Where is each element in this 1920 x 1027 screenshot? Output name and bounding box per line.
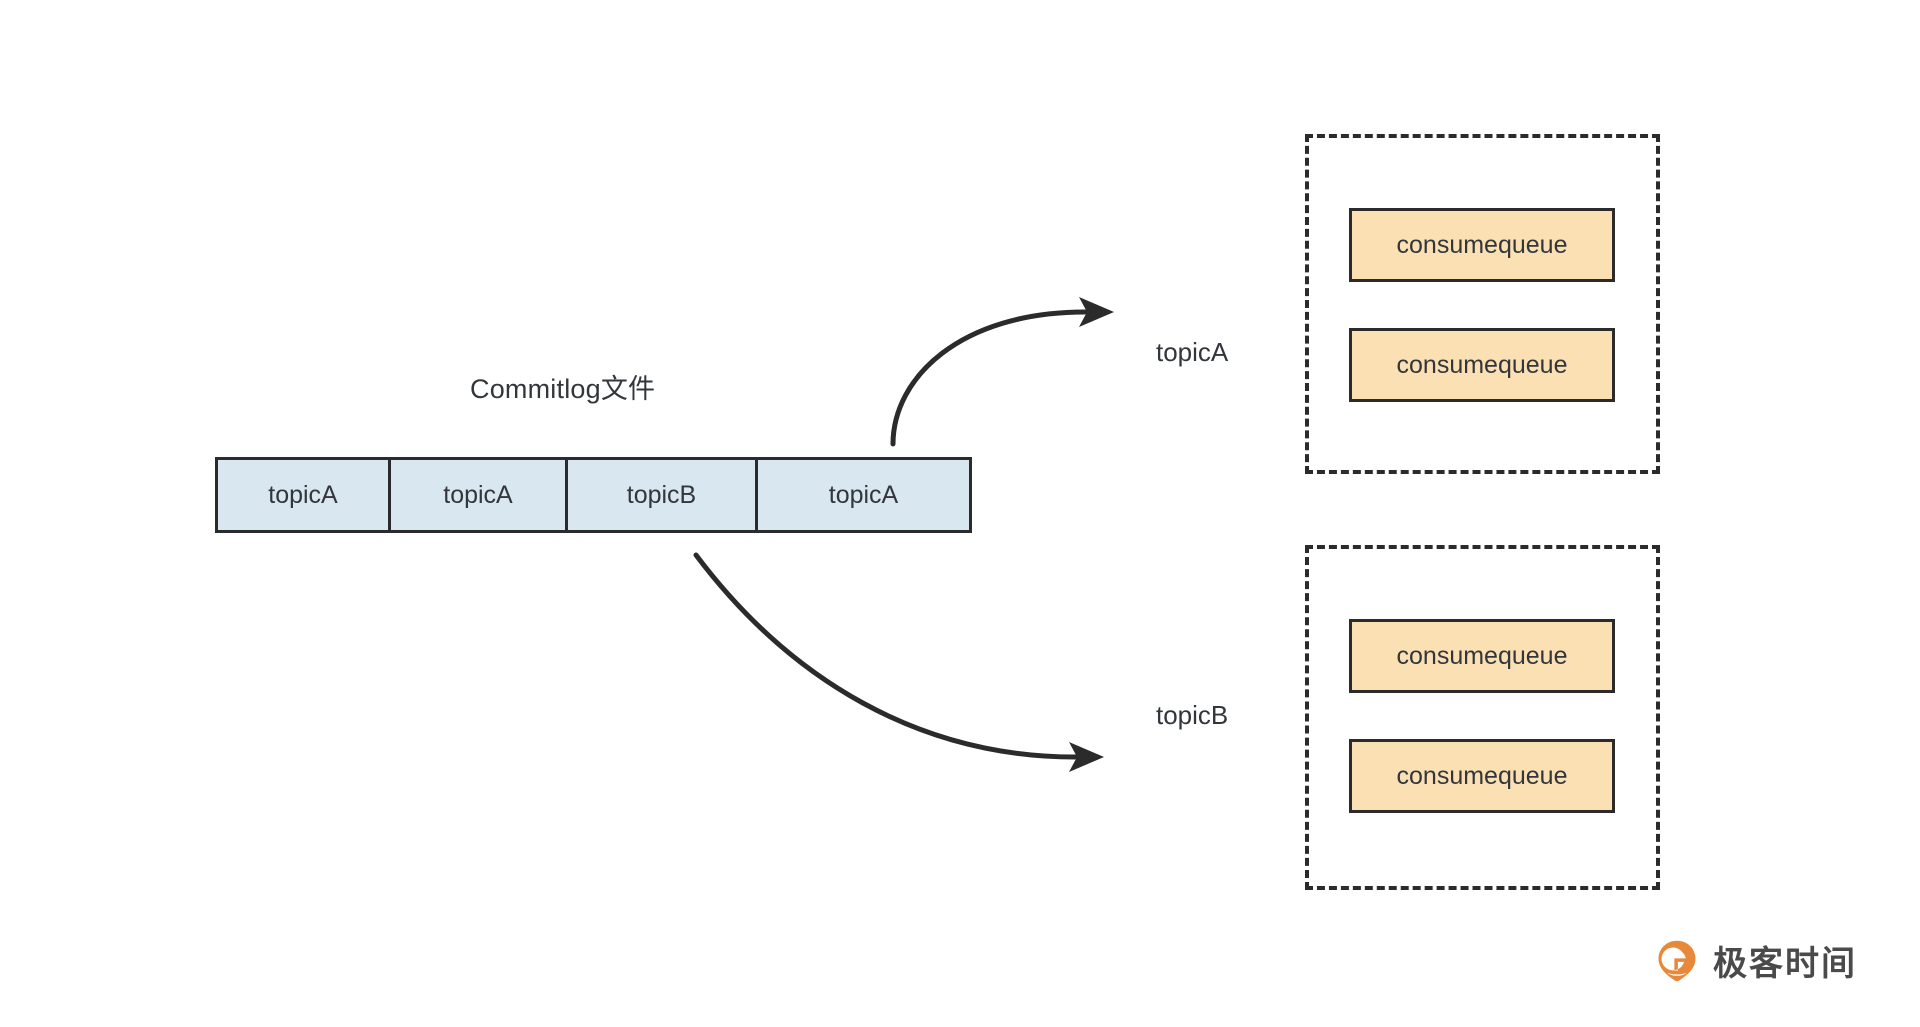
arrow-commitlog-to-topicA <box>890 297 1114 447</box>
consumequeue-box: consumequeue <box>1349 619 1615 693</box>
topic-group-topicA: consumequeue consumequeue <box>1305 134 1660 474</box>
geektime-logo-icon <box>1658 940 1696 981</box>
commitlog-cell: topicA <box>758 460 969 530</box>
commitlog-cell: topicA <box>391 460 568 530</box>
consumequeue-box: consumequeue <box>1349 208 1615 282</box>
watermark-brand-text: 极客时间 <box>1713 944 1857 984</box>
topic-label-topicA: topicA <box>1156 337 1229 367</box>
commitlog-cell: topicA <box>218 460 391 530</box>
commitlog-cell: topicB <box>568 460 758 530</box>
arrow-commitlog-to-topicB <box>693 552 1104 772</box>
consumequeue-box: consumequeue <box>1349 328 1615 402</box>
commitlog-row: topicA topicA topicB topicA <box>215 457 972 533</box>
watermark-logo: 极客时间 <box>1655 936 1857 985</box>
commitlog-title: Commitlog文件 <box>470 374 656 404</box>
topic-group-topicB: consumequeue consumequeue <box>1305 545 1660 890</box>
consumequeue-box: consumequeue <box>1349 739 1615 813</box>
topic-label-topicB: topicB <box>1156 700 1229 730</box>
